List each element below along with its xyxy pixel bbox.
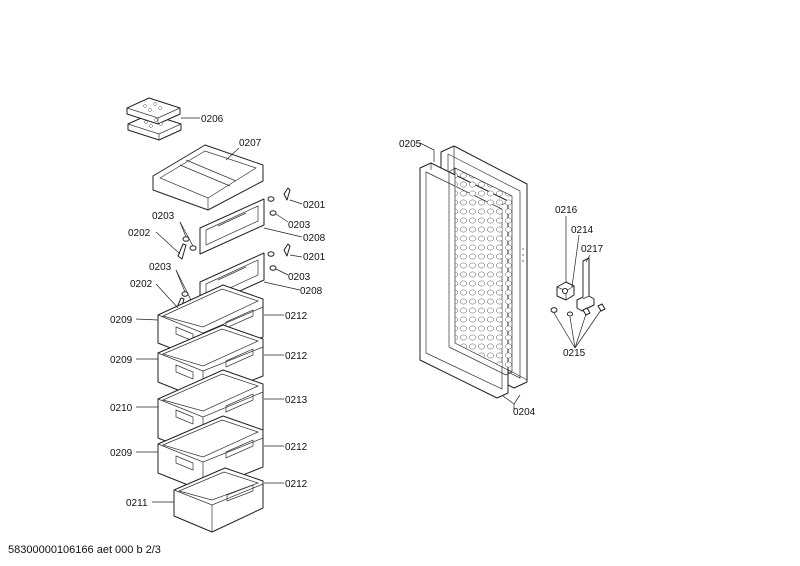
label-0202-lower: 0202 [130, 279, 153, 290]
part-labels: 0206 0207 0201 0203 0208 0203 0202 0201 … [110, 114, 604, 509]
label-0216: 0216 [555, 205, 578, 216]
document-id: 58300000106166 aet 000 b 2/3 [8, 544, 161, 556]
label-0209-drawer-1: 0209 [110, 315, 133, 326]
label-0208-lower: 0208 [300, 286, 323, 297]
label-0203-lower-left: 0203 [149, 262, 172, 273]
freezer-tray-part-0207 [152, 144, 264, 211]
label-0203-upper-right: 0203 [288, 220, 311, 231]
label-0215: 0215 [563, 348, 586, 359]
label-0206: 0206 [201, 114, 224, 125]
label-0202-upper: 0202 [128, 228, 151, 239]
leader-lines [135, 117, 602, 503]
label-0211: 0211 [126, 498, 148, 509]
flap-part-0208-upper [199, 198, 265, 255]
label-0209-drawer-4: 0209 [110, 448, 133, 459]
label-0205: 0205 [399, 139, 422, 150]
label-0207: 0207 [239, 138, 262, 149]
label-0201-lower: 0201 [303, 252, 326, 263]
label-0214: 0214 [571, 225, 594, 236]
label-0208-upper: 0208 [303, 233, 326, 244]
label-0203-lower-right: 0203 [288, 272, 311, 283]
label-0212-drawer-4: 0212 [285, 442, 308, 453]
label-0217: 0217 [581, 244, 604, 255]
label-0213: 0213 [285, 395, 308, 406]
hinge-bracket-assembly [550, 257, 606, 317]
label-0212-drawer-1: 0212 [285, 311, 308, 322]
drawer-5 [173, 467, 264, 533]
cold-pack-part-0206 [126, 97, 182, 141]
door-assembly [419, 145, 528, 399]
label-0209-drawer-2: 0209 [110, 355, 133, 366]
label-0210: 0210 [110, 403, 133, 414]
label-0201-upper: 0201 [303, 200, 326, 211]
label-0212-drawer-5: 0212 [285, 479, 308, 490]
label-0212-drawer-2: 0212 [285, 351, 308, 362]
label-0204: 0204 [513, 407, 536, 418]
label-0203-upper-left: 0203 [152, 211, 175, 222]
